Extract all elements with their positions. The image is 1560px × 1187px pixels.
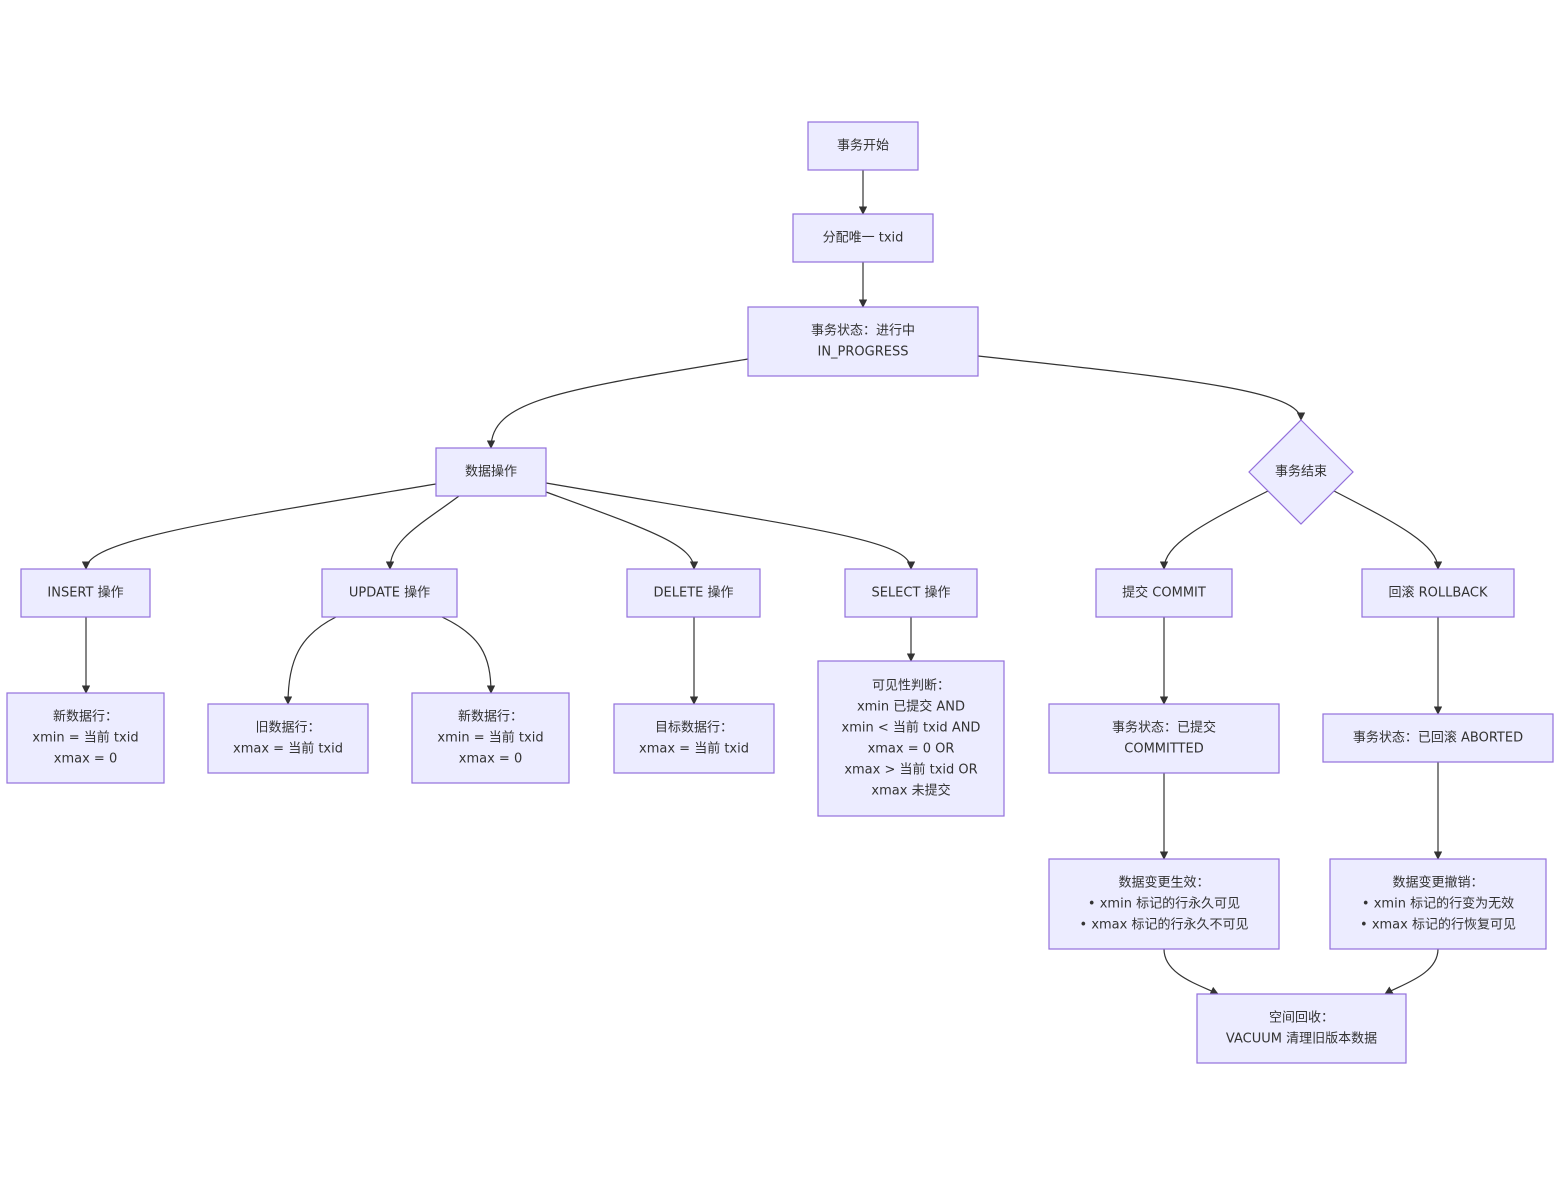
node-label-line: 旧数据行： — [255, 721, 320, 736]
edges-layer — [81, 170, 1443, 995]
node-label-line: COMMITTED — [1124, 742, 1203, 757]
node-visibility-check: 可见性判断： xmin 已提交 AND xmin < 当前 txid AND xmax… — [817, 660, 1005, 817]
edge-data-ops-to-delete-op — [545, 491, 699, 570]
node-select-op: SELECT 操作 — [844, 568, 978, 618]
node-box — [1095, 568, 1233, 618]
node-label-line: 数据变更生效： — [1118, 875, 1209, 891]
decision-diamond — [1248, 419, 1354, 525]
node-label-line: 事务结束 — [1275, 464, 1327, 480]
node-insert-new-row: 新数据行： xmin = 当前 txid xmax = 0 — [6, 692, 165, 784]
node-label-line: 新数据行： — [458, 709, 523, 725]
node-box — [817, 660, 1005, 817]
node-label-line: 目标数据行： — [655, 721, 733, 736]
node-delete-op: DELETE 操作 — [626, 568, 761, 618]
node-rollback: 回滚 ROLLBACK — [1361, 568, 1515, 618]
node-update-op: UPDATE 操作 — [321, 568, 458, 618]
edge-data-ops-to-select-op — [545, 482, 916, 570]
edge-tx-end-to-commit — [1159, 490, 1269, 570]
node-start: 事务开始 — [807, 121, 919, 171]
node-label-line: 新数据行： — [53, 709, 118, 725]
node-box — [1048, 703, 1280, 774]
node-box — [207, 703, 369, 774]
node-label-line: xmin = 当前 txid — [32, 730, 138, 746]
node-label-line: 空间回收： — [1269, 1011, 1334, 1026]
node-label-line: 事务状态：已提交 — [1112, 720, 1216, 736]
edge-changes-revoked-to-vacuum — [1384, 948, 1439, 995]
node-label-line: • xmax 标记的行永久不可见 — [1080, 917, 1249, 933]
node-label-line: xmax = 当前 txid — [639, 741, 749, 757]
node-box — [411, 692, 570, 784]
node-label-line: SELECT 操作 — [871, 585, 950, 601]
node-insert-op: INSERT 操作 — [20, 568, 151, 618]
node-label-line: 数据变更撤销： — [1392, 875, 1483, 891]
node-label-line: 可见性判断： — [872, 679, 950, 694]
node-commit: 提交 COMMIT — [1095, 568, 1233, 618]
node-label-line: xmax = 0 — [54, 752, 117, 767]
node-label-line: xmin 已提交 AND — [857, 699, 965, 715]
node-changes-effective: 数据变更生效： • xmin 标记的行永久可见 • xmax 标记的行永久不可见 — [1048, 858, 1280, 950]
node-box — [807, 121, 919, 171]
node-label-line: IN_PROGRESS — [818, 345, 909, 360]
node-delete-target-row: 目标数据行： xmax = 当前 txid — [613, 703, 775, 774]
node-label-line: xmax 未提交 — [871, 783, 950, 799]
node-label-line: xmin < 当前 txid AND — [842, 720, 981, 736]
node-tx-end: 事务结束 — [1248, 419, 1354, 525]
node-box — [1048, 858, 1280, 950]
node-box — [1196, 993, 1407, 1064]
edge-data-ops-to-insert-op — [81, 483, 437, 570]
node-label-line: 提交 COMMIT — [1122, 585, 1206, 601]
node-label-line: VACUUM 清理旧版本数据 — [1226, 1032, 1377, 1047]
node-aborted-state: 事务状态：已回滚 ABORTED — [1322, 713, 1554, 763]
node-label-line: • xmin 标记的行变为无效 — [1362, 896, 1514, 912]
node-box — [613, 703, 775, 774]
node-changes-revoked: 数据变更撤销： • xmin 标记的行变为无效 • xmax 标记的行恢复可见 — [1329, 858, 1547, 950]
edge-tx-end-to-rollback — [1333, 490, 1443, 570]
node-label-line: • xmax 标记的行恢复可见 — [1360, 917, 1516, 933]
node-label-line: xmin = 当前 txid — [437, 730, 543, 746]
node-update-new-row: 新数据行： xmin = 当前 txid xmax = 0 — [411, 692, 570, 784]
node-label-line: xmax > 当前 txid OR — [844, 762, 977, 778]
node-label-line: UPDATE 操作 — [349, 585, 430, 601]
node-box — [792, 213, 934, 263]
node-label-line: DELETE 操作 — [654, 585, 734, 601]
node-label-line: xmax = 当前 txid — [233, 741, 343, 757]
edge-update-op-to-update-new-row — [441, 616, 496, 694]
node-label-line: 事务开始 — [837, 138, 889, 154]
node-box — [626, 568, 761, 618]
node-box — [1361, 568, 1515, 618]
node-committed-state: 事务状态：已提交 COMMITTED — [1048, 703, 1280, 774]
edge-in-progress-to-tx-end — [977, 355, 1306, 421]
edge-in-progress-to-data-ops — [486, 358, 749, 449]
node-label-line: INSERT 操作 — [47, 585, 123, 601]
node-label-line: xmax = 0 — [459, 752, 522, 767]
edge-changes-effective-to-vacuum — [1163, 948, 1219, 995]
node-box — [747, 306, 979, 377]
node-box — [20, 568, 151, 618]
node-in-progress: 事务状态：进行中 IN_PROGRESS — [747, 306, 979, 377]
edge-update-op-to-update-old-row — [283, 616, 337, 705]
node-box — [1322, 713, 1554, 763]
node-box — [321, 568, 458, 618]
node-data-ops: 数据操作 — [435, 447, 547, 497]
node-label-line: xmax = 0 OR — [868, 742, 955, 757]
node-label-line: 事务状态：已回滚 ABORTED — [1353, 730, 1523, 746]
node-label-line: 数据操作 — [465, 464, 517, 480]
node-label-line: 事务状态：进行中 — [811, 323, 915, 339]
node-label-line: 分配唯一 txid — [823, 231, 904, 246]
node-box — [844, 568, 978, 618]
node-label-line: 回滚 ROLLBACK — [1388, 585, 1488, 601]
node-assign-txid: 分配唯一 txid — [792, 213, 934, 263]
node-box — [6, 692, 165, 784]
node-label-line: • xmin 标记的行永久可见 — [1088, 896, 1240, 912]
edge-data-ops-to-update-op — [385, 495, 460, 570]
node-update-old-row: 旧数据行： xmax = 当前 txid — [207, 703, 369, 774]
node-box — [1329, 858, 1547, 950]
node-box — [435, 447, 547, 497]
node-vacuum: 空间回收： VACUUM 清理旧版本数据 — [1196, 993, 1407, 1064]
